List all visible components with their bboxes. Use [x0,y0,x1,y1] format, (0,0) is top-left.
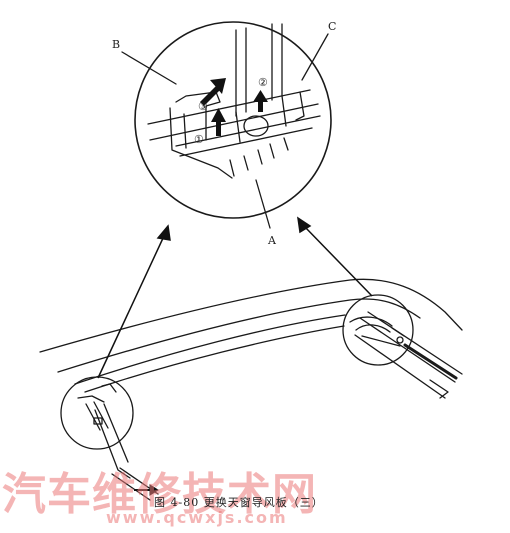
step-3-marker: ③ [198,100,208,113]
magnified-detail-circle [134,21,332,219]
left-detail-circle [60,376,134,450]
label-c: C [328,20,336,33]
watermark-url: www.qcwxjs.com [106,508,288,527]
roof-outline [39,278,463,393]
figure-caption: 图 4-80 更换天窗导风板（三） [154,496,324,509]
pointer-arrows [97,216,373,379]
step-2-marker: ② [258,76,268,89]
label-leaders [121,33,329,229]
label-b: B [112,38,120,51]
label-a: A [267,234,277,247]
step-1-marker: ① [194,133,204,146]
watermark-title: 汽车维修技术网 [2,469,317,520]
right-detail-circle [342,294,414,366]
motion-arrows [200,78,268,136]
slide-arrow [134,484,159,496]
